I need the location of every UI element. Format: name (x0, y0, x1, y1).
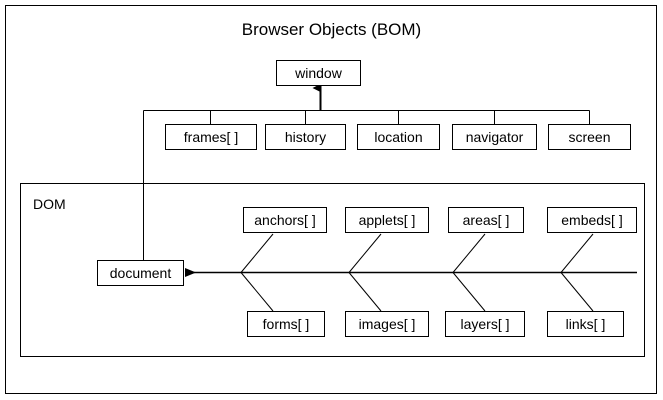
page-title: Browser Objects (BOM) (241, 20, 422, 39)
bom-frame (5, 5, 657, 394)
node-document[interactable]: document (97, 260, 184, 286)
node-images[interactable]: images[ ] (345, 311, 429, 337)
dom-frame (20, 183, 645, 357)
node-history[interactable]: history (265, 124, 346, 150)
node-frames[interactable]: frames[ ] (165, 124, 257, 150)
bone-images (348, 272, 382, 312)
node-embeds[interactable]: embeds[ ] (547, 207, 637, 233)
bone-links (560, 272, 594, 312)
bone-embeds (560, 233, 594, 273)
node-anchors[interactable]: anchors[ ] (243, 207, 327, 233)
node-window[interactable]: window (276, 60, 361, 86)
node-areas[interactable]: areas[ ] (448, 207, 524, 233)
node-applets[interactable]: applets[ ] (345, 207, 429, 233)
bone-applets (348, 233, 382, 273)
node-navigator[interactable]: navigator (452, 124, 537, 150)
node-screen[interactable]: screen (548, 124, 631, 150)
node-layers[interactable]: layers[ ] (445, 311, 525, 337)
node-location[interactable]: location (357, 124, 440, 150)
bone-anchors (240, 233, 274, 273)
node-links[interactable]: links[ ] (547, 311, 624, 337)
bone-areas (452, 233, 486, 273)
bone-layers (452, 272, 486, 312)
node-forms[interactable]: forms[ ] (247, 311, 325, 337)
dom-group-label: DOM (33, 196, 66, 212)
bone-forms (240, 272, 274, 312)
